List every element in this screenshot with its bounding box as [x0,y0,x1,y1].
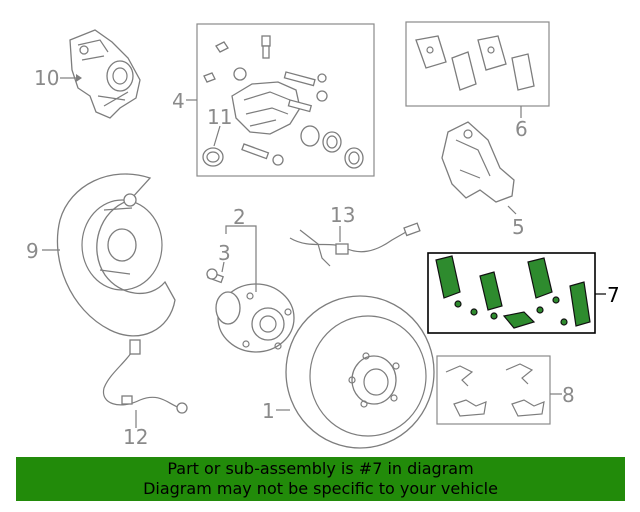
callout-3[interactable]: 3 [218,241,231,265]
part-6-pads[interactable] [415,35,535,91]
banner-line-1: Part or sub-assembly is #7 in diagram [167,459,474,478]
leader-3 [221,261,225,273]
info-banner: Part or sub-assembly is #7 in diagram Di… [16,457,625,501]
arrow-10 [76,74,82,82]
leader-2 [225,225,257,292]
part-13-cable[interactable] [289,222,421,267]
part-10-actuator[interactable] [69,29,141,119]
callout-4[interactable]: 4 [172,89,185,113]
callout-2[interactable]: 2 [233,205,246,229]
box-part-8 [436,355,551,425]
callout-6[interactable]: 6 [515,117,528,141]
callout-13[interactable]: 13 [330,203,355,227]
part-9-backing-plate[interactable] [56,173,176,337]
banner-line-2: Diagram may not be specific to your vehi… [143,479,498,498]
callout-8[interactable]: 8 [562,383,575,407]
callout-1[interactable]: 1 [262,399,275,423]
part-5-bracket[interactable] [441,121,515,203]
part-2-hub[interactable] [215,283,295,353]
part-1-rotor[interactable] [285,295,435,449]
leader-5 [507,205,517,215]
callout-12[interactable]: 12 [123,425,148,449]
callout-5[interactable]: 5 [512,215,525,239]
callout-10[interactable]: 10 [34,66,59,90]
callout-7[interactable]: 7 [607,283,620,307]
leader-11 [213,125,221,147]
part-7-pad-kit[interactable] [435,255,591,329]
callout-9[interactable]: 9 [26,239,39,263]
box-part-7 [427,252,596,334]
callout-11[interactable]: 11 [207,105,232,129]
part-3-bolt[interactable] [206,268,224,284]
part-11-seal[interactable] [202,147,224,167]
part-4-caliper[interactable] [203,35,364,169]
box-part-6 [405,21,550,107]
part-12-sensor-wire[interactable] [102,339,188,414]
part-8-clips[interactable] [445,363,545,417]
